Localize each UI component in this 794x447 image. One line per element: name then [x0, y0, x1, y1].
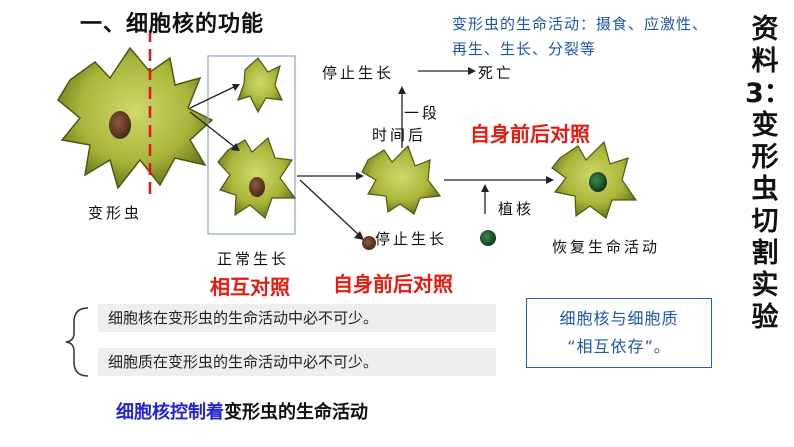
label-after-time-1: 一段	[404, 104, 441, 122]
transplant-nucleus	[480, 230, 496, 246]
label-recover: 恢复生命活动	[552, 238, 661, 256]
page-title: 一、细胞核的功能	[80, 12, 265, 37]
nucleus-recovered	[589, 172, 607, 192]
amoeba-fragment	[236, 57, 284, 114]
statement-nucleus: 细胞核在变形虫的生命活动中必不可少。	[98, 304, 496, 332]
label-transplant: 植核	[498, 200, 535, 218]
conclusion-box: 细胞核与细胞质 “相互依存”。	[526, 298, 712, 368]
label-self-control-2: 自身前后对照	[333, 272, 453, 296]
removed-nucleus	[362, 236, 376, 250]
label-amoeba: 变形虫	[88, 204, 143, 222]
halves-frame	[207, 55, 296, 235]
label-death: 死亡	[478, 64, 515, 82]
label-self-control-1: 自身前后对照	[470, 122, 590, 146]
conclusion-highlight: 细胞核控制着	[116, 402, 224, 423]
nucleus-large	[109, 111, 131, 139]
label-mutual-control: 相互对照	[210, 275, 290, 299]
statement-cytoplasm: 细胞质在变形虫的生命活动中必不可少。	[98, 348, 496, 376]
side-title: 资料3：变形虫切割实验	[745, 14, 791, 333]
label-normal-growth: 正常生长	[217, 250, 290, 268]
conclusion-text: 细胞核控制着变形虫的生命活动	[116, 398, 368, 424]
amoeba-enucleated	[361, 144, 442, 215]
activities-note: 变形虫的生命活动：摄食、应激性、再生、生长、分裂等	[452, 15, 709, 58]
box-line-1: 细胞核与细胞质	[559, 309, 679, 328]
brace	[65, 307, 89, 377]
label-stop-growth-top: 停止生长	[322, 64, 395, 82]
label-stop-growth-bottom: 停止生长	[375, 230, 448, 248]
conclusion-rest: 变形虫的生命活动	[224, 402, 368, 423]
nucleus-normal	[249, 177, 265, 197]
label-after-time-2: 时间后	[372, 126, 427, 144]
amoeba-large	[57, 46, 214, 190]
box-line-2: “相互依存”。	[567, 337, 671, 356]
